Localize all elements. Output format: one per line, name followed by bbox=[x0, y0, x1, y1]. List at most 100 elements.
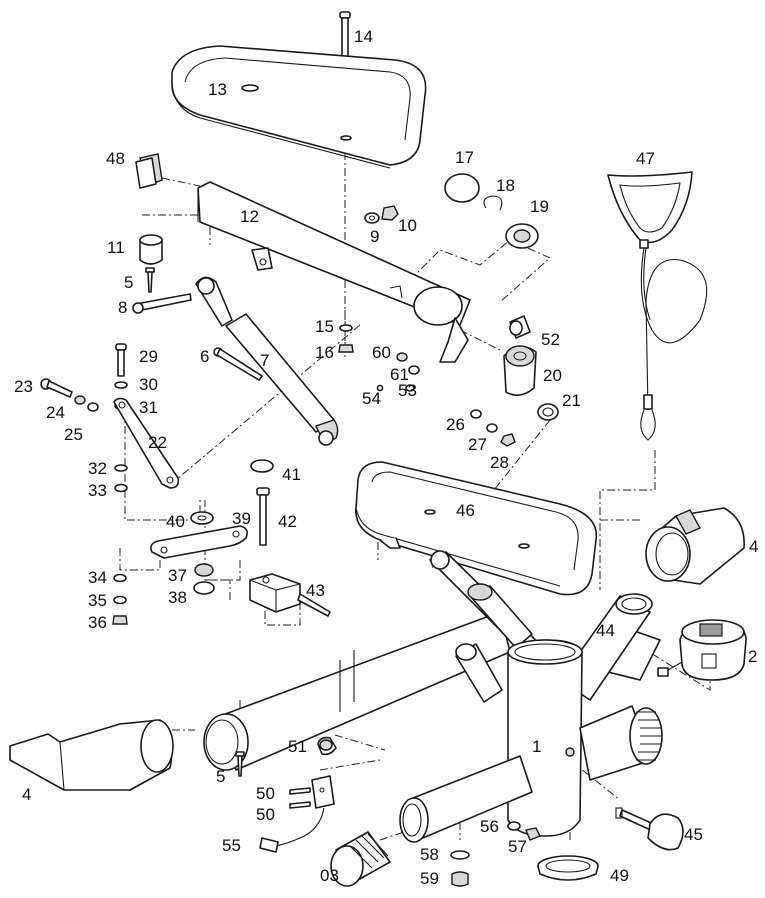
label-part-33: 33 bbox=[88, 481, 107, 500]
label-part-57: 57 bbox=[508, 837, 527, 856]
part-number-labels: 14 13 17 18 19 48 12 9 10 11 5 8 47 15 1… bbox=[14, 27, 758, 888]
label-part-15: 15 bbox=[315, 317, 334, 336]
label-part-11: 11 bbox=[107, 238, 125, 257]
part-41-cap bbox=[250, 459, 274, 473]
label-part-4-left: 4 bbox=[22, 785, 31, 804]
part-60-washer bbox=[396, 352, 408, 362]
part-48-end-cap bbox=[135, 153, 163, 189]
part-43-bracket bbox=[249, 573, 331, 617]
part-7-hydraulic-cylinder bbox=[195, 276, 339, 446]
part-37-bushing bbox=[194, 563, 214, 577]
part-61-washer bbox=[408, 365, 420, 375]
part-03-knob bbox=[330, 831, 391, 887]
part-46-lower-pedal bbox=[355, 461, 598, 596]
label-part-03: 03 bbox=[320, 866, 339, 885]
part-47-hand-strap bbox=[607, 171, 708, 441]
label-part-35: 35 bbox=[88, 591, 107, 610]
label-part-51: 51 bbox=[288, 737, 307, 756]
part-39-plate bbox=[150, 525, 248, 559]
part-22-link-bar bbox=[113, 397, 180, 489]
label-part-46: 46 bbox=[456, 501, 475, 520]
part-4-foot-cap-right bbox=[645, 507, 745, 585]
part-29-bolt bbox=[115, 343, 127, 377]
label-part-55: 55 bbox=[222, 836, 241, 855]
label-part-48: 48 bbox=[106, 149, 125, 168]
part-51-cap bbox=[317, 736, 337, 756]
label-part-7: 7 bbox=[260, 351, 269, 370]
part-19-bushing bbox=[505, 223, 539, 249]
label-part-13: 13 bbox=[208, 80, 227, 99]
part-55-sensor-wire bbox=[259, 807, 325, 853]
part-49-base-cap bbox=[537, 855, 599, 881]
part-9-washer bbox=[364, 212, 380, 224]
label-part-5-lower: 5 bbox=[216, 767, 225, 786]
label-part-37: 37 bbox=[168, 566, 187, 585]
label-part-42: 42 bbox=[278, 512, 297, 531]
label-part-28: 28 bbox=[490, 453, 509, 472]
part-17-plug bbox=[444, 173, 480, 203]
label-part-24: 24 bbox=[46, 403, 65, 422]
part-20-bushing bbox=[503, 345, 537, 396]
part-36-nut bbox=[112, 615, 128, 625]
label-part-17: 17 bbox=[455, 148, 474, 167]
label-part-22: 22 bbox=[148, 433, 167, 452]
label-part-19: 19 bbox=[530, 197, 549, 216]
label-part-47: 47 bbox=[636, 149, 655, 168]
label-part-21: 21 bbox=[562, 391, 581, 410]
label-part-31: 31 bbox=[139, 398, 158, 417]
label-part-18: 18 bbox=[496, 176, 515, 195]
part-53-washer bbox=[405, 384, 415, 392]
part-26-washer bbox=[470, 409, 482, 419]
label-part-14: 14 bbox=[354, 27, 373, 46]
part-1-central-post bbox=[507, 639, 583, 837]
part-2-counter-display bbox=[657, 619, 747, 681]
part-23-bolt bbox=[40, 378, 73, 398]
label-part-45: 45 bbox=[684, 825, 703, 844]
label-part-27: 27 bbox=[468, 435, 487, 454]
part-32-washer bbox=[114, 464, 128, 472]
part-34-washer bbox=[113, 573, 127, 583]
label-part-26: 26 bbox=[446, 415, 465, 434]
label-part-60: 60 bbox=[372, 343, 391, 362]
label-part-10: 10 bbox=[398, 216, 417, 235]
part-57-nut bbox=[525, 827, 541, 841]
part-28-nut bbox=[500, 433, 516, 447]
part-40-washer bbox=[190, 511, 214, 525]
label-part-50-b: 50 bbox=[256, 805, 275, 824]
part-13-top-plate bbox=[171, 45, 427, 169]
part-56-washer bbox=[507, 821, 521, 831]
part-30-washer bbox=[114, 381, 128, 389]
label-part-44: 44 bbox=[596, 621, 615, 640]
part-14-bolt bbox=[339, 11, 351, 59]
label-part-2: 2 bbox=[748, 647, 757, 666]
label-part-61: 61 bbox=[390, 365, 409, 384]
part-33-washer bbox=[114, 483, 128, 493]
label-part-4-right: 4 bbox=[749, 537, 758, 556]
part-16-nut bbox=[338, 344, 354, 353]
label-part-41: 41 bbox=[282, 465, 301, 484]
part-59-nut bbox=[451, 871, 469, 887]
label-part-52: 52 bbox=[541, 330, 560, 349]
part-21-ring bbox=[537, 403, 559, 421]
part-58-washer bbox=[450, 850, 470, 860]
label-part-49: 49 bbox=[610, 866, 629, 885]
label-part-54: 54 bbox=[362, 389, 381, 408]
main-frame-left-tube bbox=[203, 611, 511, 771]
label-part-9: 9 bbox=[370, 227, 379, 246]
label-part-50-a: 50 bbox=[256, 784, 275, 803]
label-part-59: 59 bbox=[420, 869, 439, 888]
part-8-bolt bbox=[132, 293, 192, 314]
part-52-cap bbox=[509, 315, 531, 339]
part-4-foot-cap-left bbox=[9, 719, 174, 791]
main-frame-front-tube bbox=[399, 755, 533, 843]
label-part-53: 53 bbox=[398, 381, 417, 400]
part-10-nut bbox=[381, 205, 399, 221]
part-6-bolt bbox=[213, 347, 263, 381]
label-part-39: 39 bbox=[232, 509, 251, 528]
part-50-screws bbox=[289, 787, 311, 809]
label-part-16: 16 bbox=[315, 343, 334, 362]
label-part-32: 32 bbox=[88, 459, 107, 478]
label-part-43: 43 bbox=[306, 581, 325, 600]
part-45-knob-bolt bbox=[615, 807, 684, 851]
